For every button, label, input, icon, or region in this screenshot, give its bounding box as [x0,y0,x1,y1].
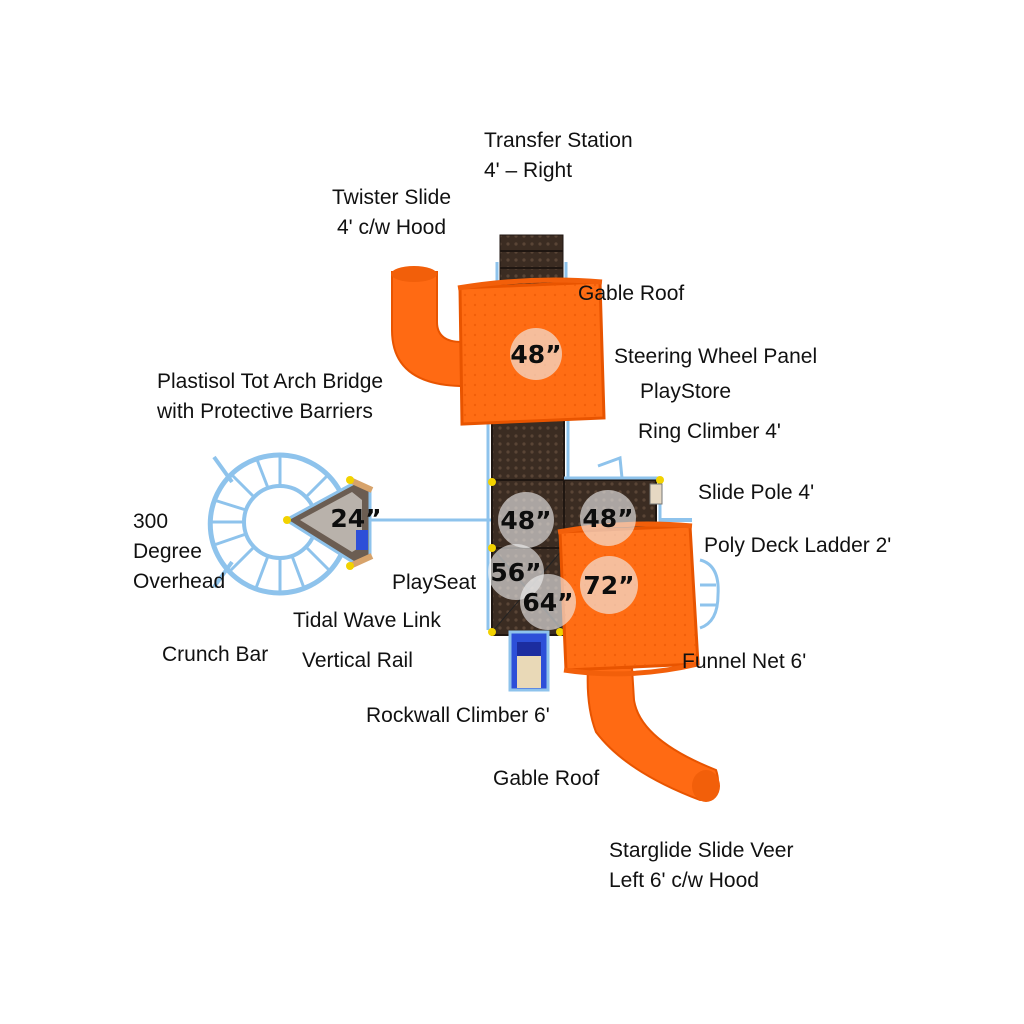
label-gable-roof-bottom: Gable Roof [493,767,600,790]
starglide-slide [586,667,720,802]
tot-platform [283,476,374,570]
label-overhead: 300 Degree Overhead [133,510,226,593]
twister-slide [391,266,471,387]
overhead-ring-structure [207,452,351,596]
height-badge-deck-mid-low: 64” [520,574,576,630]
label-transfer-station: Transfer Station 4' – Right [484,129,633,182]
label-slide-pole: Slide Pole 4' [698,481,815,504]
height-badge-bridge: 24” [330,503,382,533]
label-twister-slide: Twister Slide 4' c/w Hood [332,186,452,239]
height-badge-roof-bottom: 72” [580,556,638,614]
label-crunch-bar: Crunch Bar [162,643,269,666]
height-badge-roof-top: 48” [510,328,562,380]
label-tidal-wave-link: Tidal Wave Link [293,609,441,632]
label-steering-wheel-panel: Steering Wheel Panel [614,345,818,368]
label-starglide-slide: Starglide Slide Veer Left 6' c/w Hood [609,839,794,892]
label-ring-climber: Ring Climber 4' [638,420,781,443]
label-funnel-net: Funnel Net 6' [682,650,807,673]
label-rockwall-climber: Rockwall Climber 6' [366,704,550,727]
height-badge-deck-right: 48” [580,490,636,546]
label-vertical-rail: Vertical Rail [302,649,413,672]
label-playstore: PlayStore [640,380,732,403]
height-badge-deck-center: 48” [498,492,554,548]
label-plastisol-bridge: Plastisol Tot Arch Bridge with Protectiv… [157,370,384,423]
transfer-station [495,234,568,290]
poly-deck-ladder [699,558,720,630]
label-gable-roof-top: Gable Roof [578,282,685,305]
rockwall-climber [508,630,550,692]
label-playseat: PlaySeat [392,571,477,594]
label-poly-deck-ladder: Poly Deck Ladder 2' [704,534,892,557]
